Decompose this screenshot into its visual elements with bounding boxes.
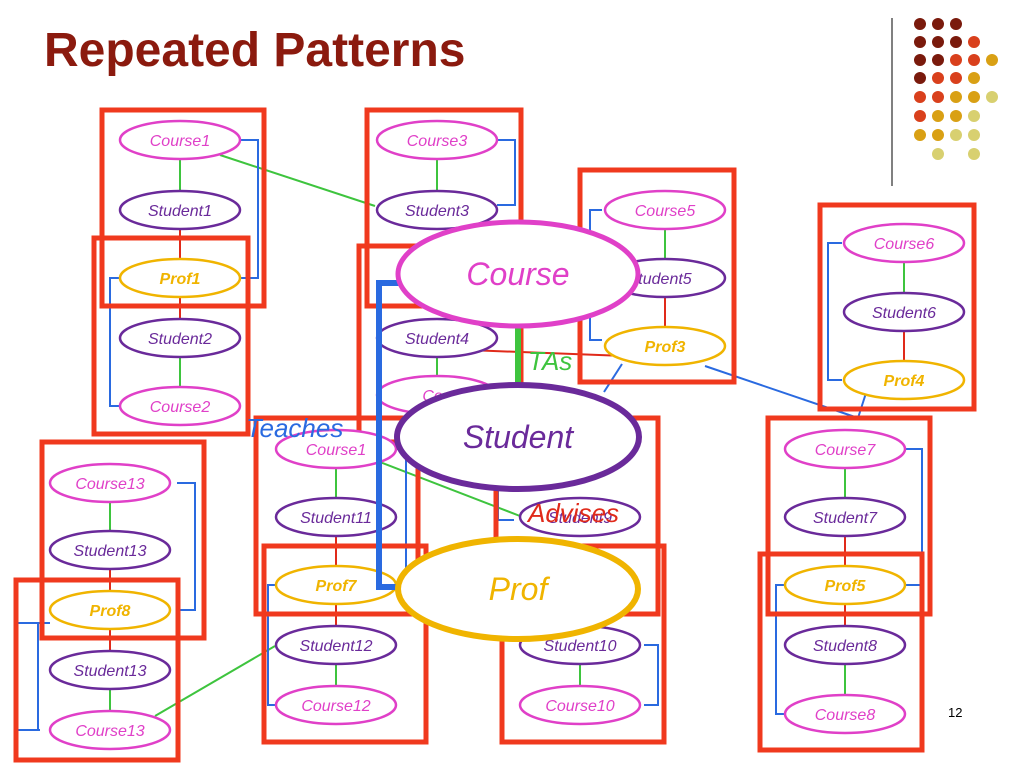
course-label: Course6	[874, 236, 935, 253]
student-pattern-node	[394, 382, 642, 492]
course-label: Course7	[815, 442, 877, 459]
course-pattern-node	[395, 219, 641, 329]
student-node: Student6	[842, 291, 966, 333]
teaches-bracket	[644, 644, 659, 706]
course-node: Course8	[783, 693, 907, 735]
prof-pattern-node	[395, 536, 641, 642]
student-node: Student13	[48, 649, 172, 691]
teaches-bracket	[775, 584, 790, 715]
course-node: Course2	[118, 385, 242, 427]
course-label: Course8	[815, 707, 876, 724]
prof-label: Prof1	[160, 271, 201, 288]
student-label: Student10	[544, 638, 617, 655]
student-label: Student4	[405, 331, 469, 348]
student-label: Student12	[300, 638, 373, 655]
student-label: tudent5	[638, 271, 691, 288]
cross-links	[16, 154, 867, 731]
teaches-bracket	[827, 242, 842, 381]
course-label: Course1	[150, 133, 210, 150]
instance-nodes: Course1Student1Prof1Student2Course2Cours…	[48, 119, 966, 751]
course-node: Course10	[518, 684, 642, 726]
student-node: Student12	[274, 624, 398, 666]
student-label: Student11	[300, 510, 372, 527]
page-number: 12	[948, 705, 962, 720]
teaches-connector	[376, 280, 382, 590]
decorative-dot-grid	[914, 18, 998, 160]
student-node: Student1	[118, 189, 242, 231]
prof-node: Prof8	[48, 589, 172, 631]
instance-box	[253, 415, 421, 617]
teaches-label: Teaches	[246, 413, 343, 443]
student-node: Student2	[118, 317, 242, 359]
student-label: Student3	[405, 203, 469, 220]
course-node: Course13	[48, 709, 172, 751]
student-label: Student13	[74, 543, 147, 560]
course-label: Course13	[75, 723, 144, 740]
course-label: Course1	[306, 442, 366, 459]
course-node: Course5	[603, 189, 727, 231]
instance-box	[13, 577, 181, 763]
instance-box	[765, 415, 933, 617]
course-label: Course13	[75, 476, 144, 493]
instance-box	[91, 235, 251, 437]
prof-label: Prof8	[90, 603, 131, 620]
course-pattern-label: Course	[466, 256, 569, 292]
instance-box	[39, 439, 207, 641]
advises-label: Advises	[526, 498, 619, 528]
prof-node: Prof7	[274, 564, 398, 606]
prof-pattern-label: Prof	[489, 571, 551, 607]
course-label: Course2	[150, 399, 211, 416]
prof-label: Prof3	[645, 339, 686, 356]
instance-box	[99, 107, 267, 309]
teaches-bracket	[177, 482, 196, 611]
course-node: Course1	[118, 119, 242, 161]
prof-node: Prof5	[783, 564, 907, 606]
tas-connector	[515, 316, 521, 388]
prof-node: Prof1	[118, 257, 242, 299]
prof-label: Prof7	[316, 578, 358, 595]
course-label: Course3	[407, 133, 468, 150]
student-label: Student13	[74, 663, 147, 680]
tas-label: TAs	[528, 346, 572, 376]
course-label: Course10	[545, 698, 614, 715]
prof-node: Prof3	[603, 325, 727, 367]
student-node: Student7	[783, 496, 907, 538]
student-label: Student6	[872, 305, 936, 322]
instance-groups: Course1Student1Prof1Student2Course2Cours…	[13, 107, 977, 763]
student-node: Student9	[518, 496, 642, 538]
prof-label: Prof5	[825, 578, 867, 595]
student-label: Student8	[813, 638, 877, 655]
slide-title: Repeated Patterns	[44, 24, 465, 77]
course-node: Course13	[48, 462, 172, 504]
course-node: Course6	[842, 222, 966, 264]
pattern-overlay: Course Student Prof TAs Teaches Advises	[246, 219, 642, 642]
course-node: Course3	[375, 119, 499, 161]
student-node: Student8	[783, 624, 907, 666]
instance-box	[261, 543, 429, 745]
student-label: Student2	[148, 331, 212, 348]
student-label: Student1	[148, 203, 212, 220]
course-label: Course12	[301, 698, 370, 715]
prof-node: Prof4	[842, 359, 966, 401]
student-label: Student7	[813, 510, 878, 527]
student-node: Student13	[48, 529, 172, 571]
teaches-bracket	[497, 139, 516, 206]
course-node: Course1	[274, 428, 398, 470]
prof-label: Prof4	[884, 373, 925, 390]
teaches-bracket	[904, 448, 923, 586]
student-pattern-label: Student	[463, 419, 574, 455]
instance-box	[757, 551, 925, 753]
instance-box	[817, 202, 977, 412]
student-label: Student9	[548, 510, 612, 527]
course-label: Course5	[635, 203, 696, 220]
course-node: Course7	[783, 428, 907, 470]
student-node: Student11	[274, 496, 398, 538]
student-node: Student3	[375, 189, 499, 231]
course-node: Course12	[274, 684, 398, 726]
